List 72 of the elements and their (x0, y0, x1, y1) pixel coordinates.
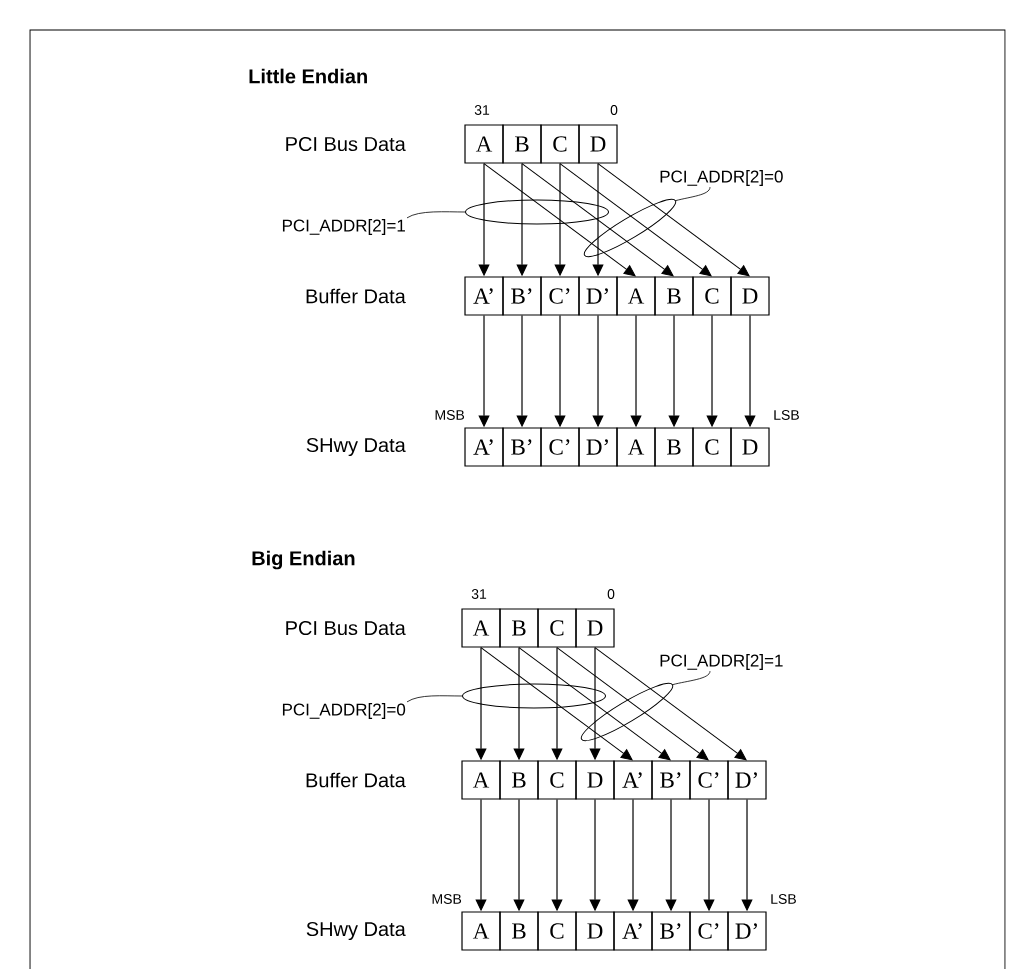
bit-label: 0 (607, 589, 615, 599)
byte-cell: B’ (651, 911, 691, 951)
byte-cell: A (461, 911, 501, 951)
byte-cell: D (730, 276, 770, 316)
byte-cell: D’ (727, 760, 767, 800)
row-label: SHwy Data (306, 921, 406, 941)
byte-cell: C (537, 608, 577, 648)
callout-text: PCI_ADDR[2]=1 (282, 219, 405, 235)
callout-text: PCI_ADDR[2]=1 (660, 654, 783, 670)
bit-label: LSB (771, 894, 796, 904)
arrow (597, 163, 750, 277)
arrow (594, 647, 747, 761)
arrow (521, 163, 674, 277)
byte-cell: D (575, 911, 615, 951)
byte-cell: D (575, 608, 615, 648)
arrow (483, 163, 636, 277)
byte-cell: B (502, 124, 542, 164)
row-label: PCI Bus Data (286, 620, 406, 636)
byte-cell: B (499, 608, 539, 648)
byte-cell: D (575, 760, 615, 800)
byte-cell: A’ (613, 911, 653, 951)
byte-cell: A (461, 608, 501, 648)
section-title: Little Endian (249, 68, 367, 84)
byte-cell: A’ (464, 276, 504, 316)
byte-cell: C’ (540, 276, 580, 316)
section-title: Big Endian (252, 550, 355, 570)
byte-cell: A (616, 276, 656, 316)
callout-leader (406, 199, 609, 225)
arrow (559, 163, 712, 277)
arrow (556, 647, 709, 761)
byte-cell: C’ (689, 760, 729, 800)
callout-leader (583, 186, 711, 258)
byte-cell: D (578, 124, 618, 164)
byte-cell: A’ (613, 760, 653, 800)
bit-label: 0 (610, 105, 618, 115)
byte-cell: A (461, 760, 501, 800)
byte-cell: C (692, 427, 732, 467)
byte-cell: B (654, 276, 694, 316)
callout-leader (580, 670, 711, 742)
arrow (480, 647, 633, 761)
byte-cell: B (499, 911, 539, 951)
bit-label: 31 (471, 589, 487, 599)
byte-cell: A (464, 124, 504, 164)
callout-text: PCI_ADDR[2]=0 (282, 703, 406, 719)
byte-cell: C (692, 276, 732, 316)
bit-label: MSB (435, 410, 465, 420)
byte-cell: D’ (727, 911, 767, 951)
byte-cell: C’ (689, 911, 729, 951)
byte-cell: B (654, 427, 694, 467)
byte-cell: A’ (464, 427, 504, 467)
callout-text: PCI_ADDR[2]=0 (660, 170, 783, 186)
byte-cell: C (537, 911, 577, 951)
byte-cell: B’ (651, 760, 691, 800)
arrow (518, 647, 671, 761)
bit-label: MSB (432, 894, 462, 904)
byte-cell: D (730, 427, 770, 467)
bit-label: 31 (474, 105, 490, 115)
byte-cell: C (537, 760, 577, 800)
byte-cell: B’ (502, 276, 542, 316)
byte-cell: C (540, 124, 580, 164)
row-label: SHwy Data (306, 437, 406, 457)
byte-cell: A (616, 427, 656, 467)
bit-label: LSB (774, 410, 799, 420)
callout-leader (406, 683, 606, 709)
row-label: PCI Bus Data (286, 136, 406, 152)
byte-cell: B (499, 760, 539, 800)
byte-cell: D’ (578, 276, 618, 316)
byte-cell: D’ (578, 427, 618, 467)
row-label: Buffer Data (306, 772, 406, 788)
byte-cell: B’ (502, 427, 542, 467)
byte-cell: C’ (540, 427, 580, 467)
row-label: Buffer Data (306, 288, 406, 304)
